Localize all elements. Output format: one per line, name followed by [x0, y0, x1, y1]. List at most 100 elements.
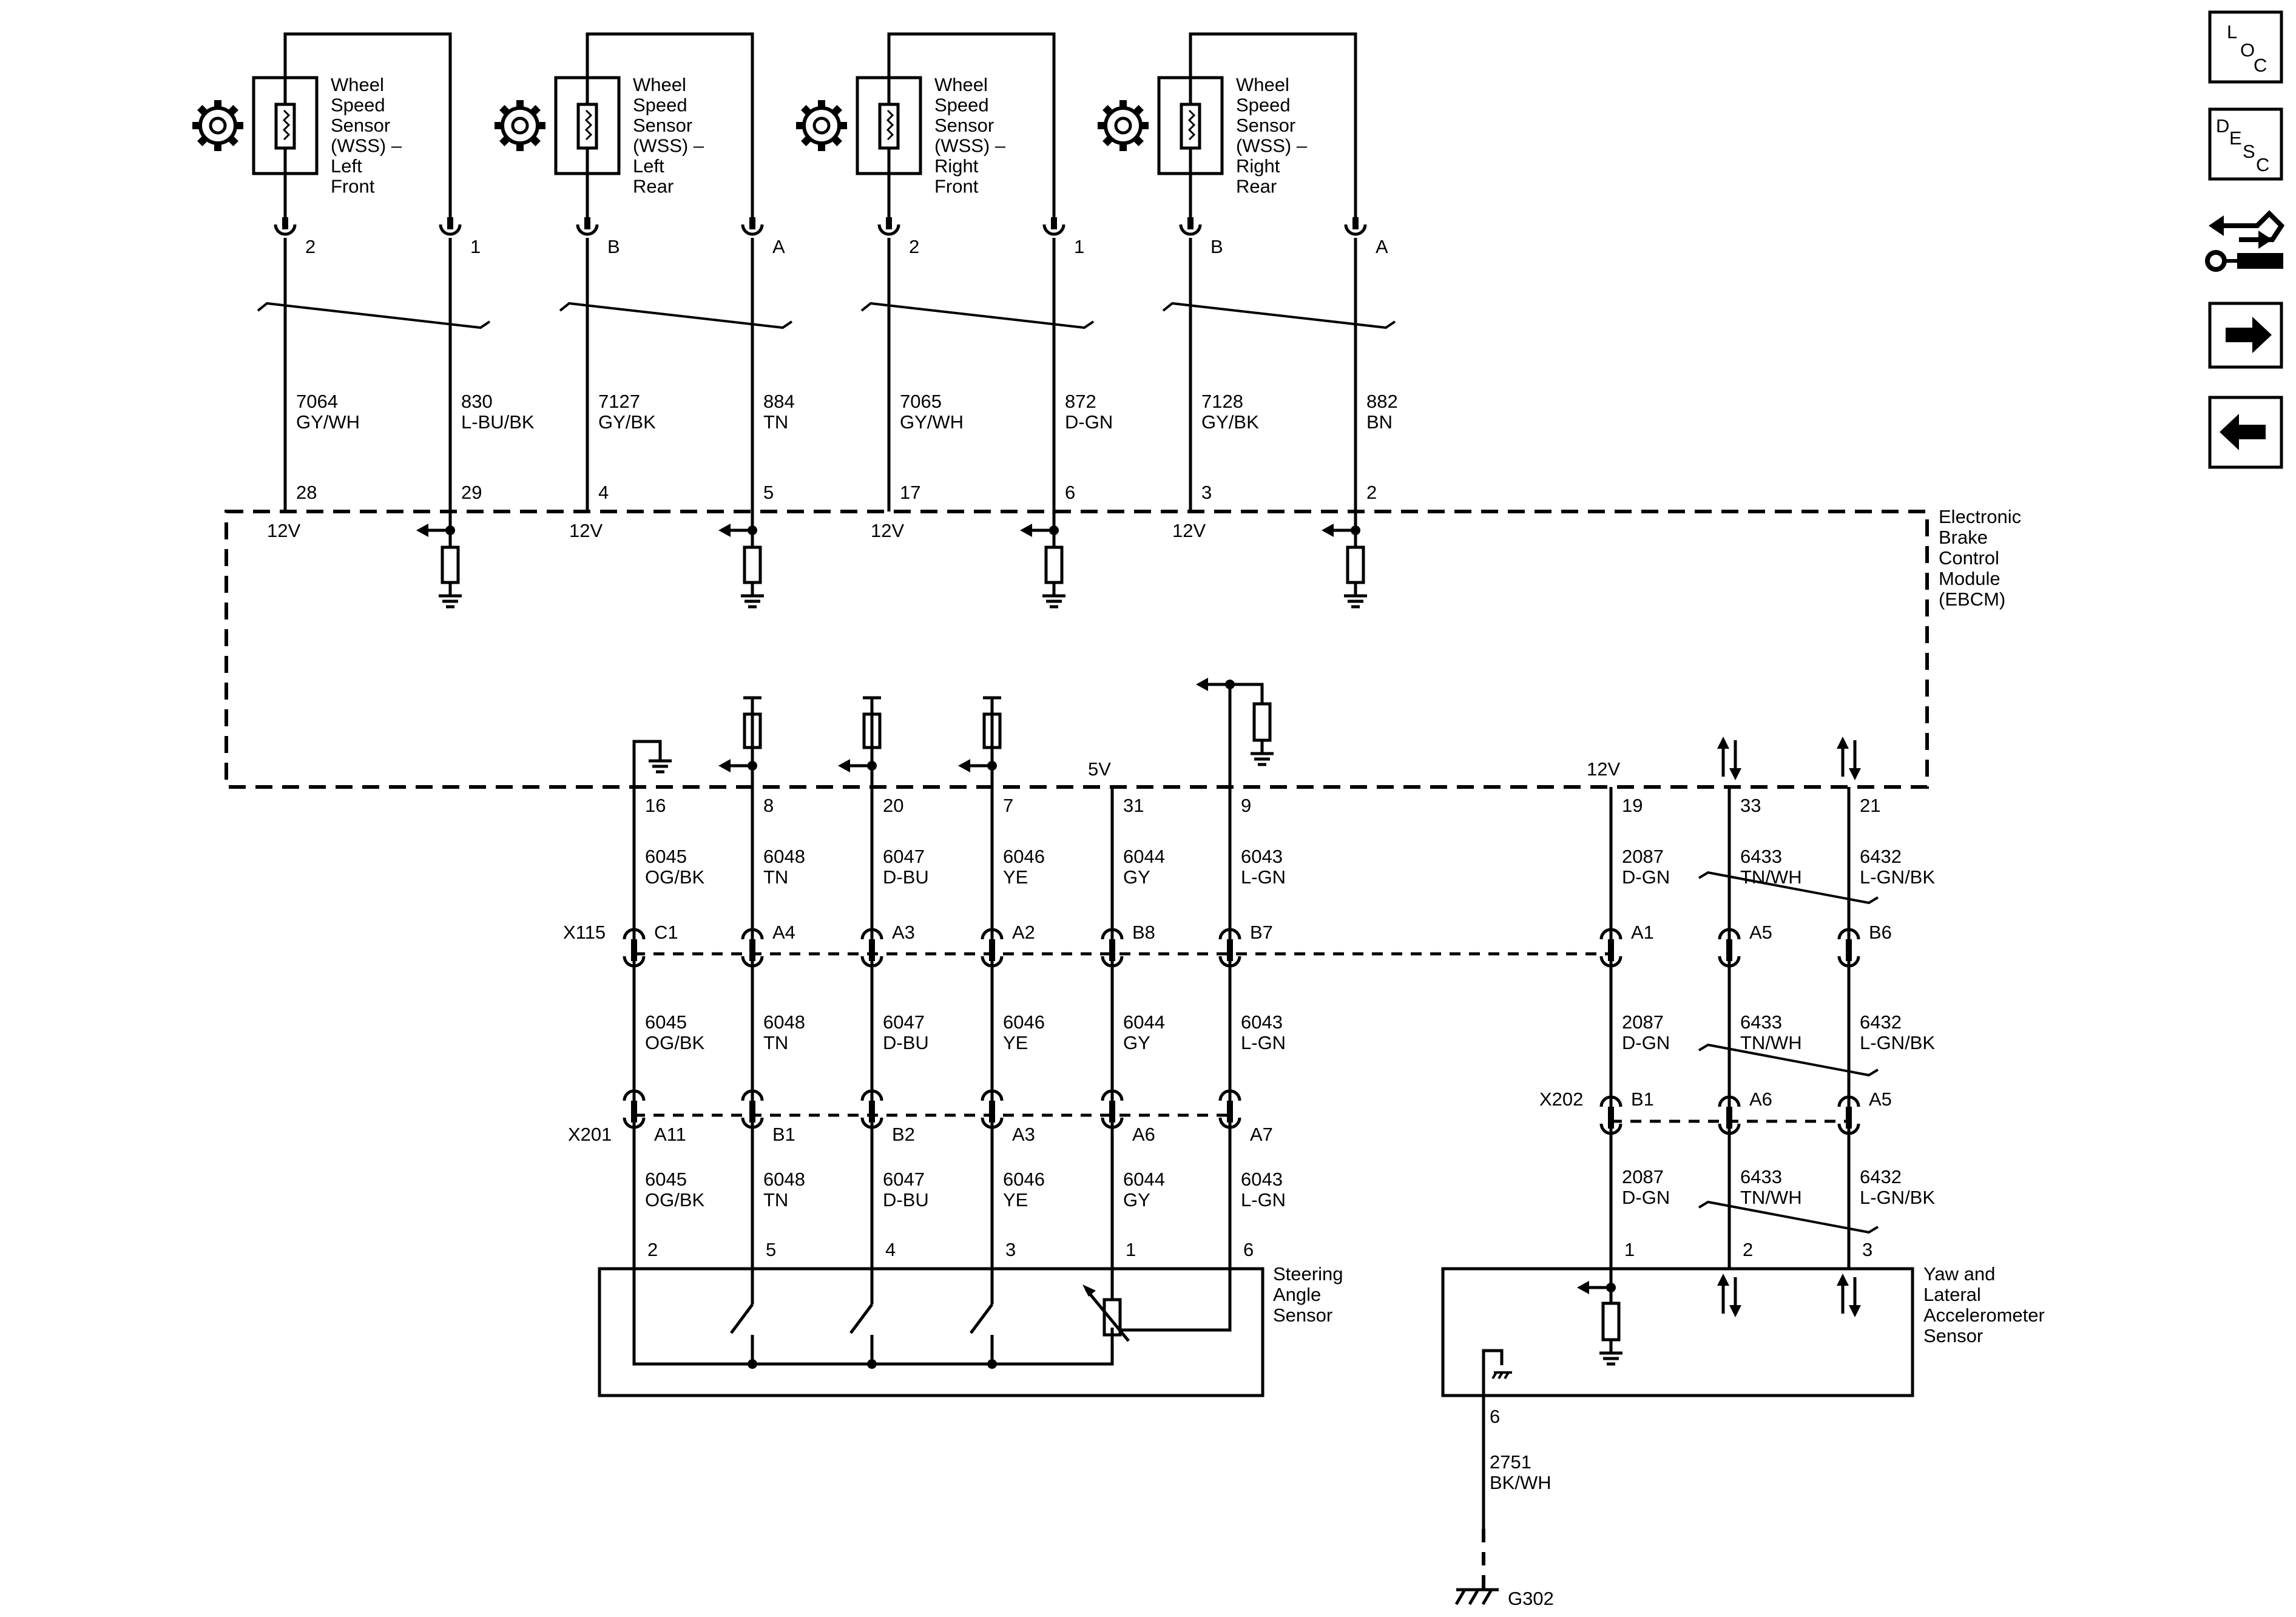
wss-name-line: (WSS) –: [331, 135, 402, 157]
wire-number: 6046: [1003, 1169, 1045, 1190]
wire-color: L-GN/BK: [1860, 1032, 1935, 1053]
x115-pin: B8: [1132, 922, 1155, 943]
previous-page-button[interactable]: [2208, 396, 2283, 469]
svg-text:Accelerometer: Accelerometer: [1923, 1305, 2045, 1326]
wire-color: L-GN/BK: [1860, 1187, 1935, 1208]
loc-button[interactable]: L O C: [2208, 10, 2283, 84]
wss-name-line: Speed: [1236, 95, 1291, 116]
svg-text:(EBCM): (EBCM): [1939, 589, 2005, 610]
ebcm-pin: 2: [1366, 482, 1377, 503]
svg-text:Steering: Steering: [1273, 1263, 1343, 1284]
wss-name-line: Wheel: [1236, 74, 1289, 95]
wss-pin: 2: [305, 236, 316, 257]
wire-color: D-BU: [883, 866, 929, 888]
wss-name-line: Wheel: [633, 74, 686, 95]
wss-pin: A: [772, 236, 785, 257]
svg-text:Lateral: Lateral: [1923, 1284, 1981, 1305]
wire-number: 884: [763, 391, 795, 412]
x201-pin: B2: [892, 1124, 915, 1145]
wire-number: 6044: [1123, 1011, 1165, 1033]
ebcm-pin: 33: [1740, 795, 1761, 816]
wire-number: 6432: [1860, 1166, 1902, 1187]
x115-pin: A3: [892, 922, 915, 943]
sensor-pin: 6: [1243, 1239, 1254, 1260]
wire-number: 7128: [1201, 391, 1243, 412]
wire-number: 872: [1065, 391, 1096, 412]
svg-text:L: L: [2227, 21, 2237, 42]
gear-icon: [1098, 100, 1149, 151]
x201-pin: A3: [1012, 1124, 1035, 1145]
ebcm-pin: 4: [598, 482, 609, 503]
potentiometer: [1082, 1269, 1232, 1342]
wire-color: OG/BK: [645, 866, 705, 888]
svg-text:Sensor: Sensor: [1273, 1305, 1332, 1326]
twisted-pair-marker: [559, 302, 793, 329]
desc-button[interactable]: D E S C: [2208, 107, 2283, 181]
connector-wrench-icon[interactable]: [2205, 210, 2285, 272]
gear-icon: [495, 100, 545, 151]
wire-number: 882: [1366, 391, 1398, 412]
twisted-pair-markers: [1698, 871, 1879, 1234]
svg-text:Yaw and: Yaw and: [1923, 1263, 1995, 1284]
ebcm-pin: 7: [1003, 795, 1013, 816]
ebcm-pin: 8: [763, 795, 774, 816]
ebcm-pin: 19: [1622, 795, 1643, 816]
ebcm-pin: 21: [1860, 795, 1880, 816]
svg-text:Angle: Angle: [1273, 1284, 1321, 1305]
wire-number: 6045: [645, 1169, 687, 1190]
wire-number: 6433: [1740, 1011, 1782, 1033]
sensor-pin: 3: [1862, 1239, 1872, 1260]
x201-pin: B1: [772, 1124, 795, 1145]
wire-color: L-GN/BK: [1860, 866, 1935, 888]
x115-pin: A2: [1012, 922, 1035, 943]
wss-pin: A: [1376, 236, 1388, 257]
svg-text:BK/WH: BK/WH: [1490, 1472, 1551, 1493]
wire-color: GY/BK: [1201, 411, 1259, 433]
next-page-button[interactable]: [2208, 302, 2283, 369]
svg-text:Brake: Brake: [1939, 527, 1988, 548]
wire-number: 6048: [763, 1169, 805, 1190]
sensor-pin: 3: [1005, 1239, 1016, 1260]
wire-color: OG/BK: [645, 1032, 705, 1053]
voltage-label: 12V: [267, 520, 300, 541]
wss-name-line: Sensor: [1236, 115, 1295, 136]
wss-pin: 1: [1074, 236, 1084, 257]
svg-text:S: S: [2243, 141, 2255, 162]
sensor-pin: 2: [1743, 1239, 1753, 1260]
steering-angle-sensor: [598, 1267, 1264, 1397]
x201-label: X201: [568, 1124, 612, 1145]
pulldown-9: [1196, 678, 1274, 787]
svg-text:D: D: [2216, 115, 2229, 137]
pullup-8: [718, 696, 762, 787]
svg-text:E: E: [2229, 127, 2242, 149]
wire-number: 7127: [598, 391, 640, 412]
wire-color: D-BU: [883, 1032, 929, 1053]
svg-text:2751: 2751: [1490, 1451, 1531, 1473]
wire-color: TN: [763, 411, 788, 433]
wire-number: 6043: [1241, 1011, 1283, 1033]
steering-sensor-label: Steering Angle Sensor: [1273, 1263, 1343, 1326]
wss-name-line: Front: [331, 176, 375, 197]
wire-color: YE: [1003, 866, 1028, 888]
wss-name-line: Speed: [934, 95, 989, 116]
sensor-pin: 1: [1126, 1239, 1136, 1260]
wss-name-line: Speed: [331, 95, 385, 116]
wire-number: 2087: [1622, 1166, 1664, 1187]
gear-icon: [796, 100, 847, 151]
arrow-right-icon: [2226, 317, 2272, 353]
wss-name-line: Wheel: [331, 74, 384, 95]
sensor-pin: 1: [1624, 1239, 1635, 1260]
wire-number: 6044: [1123, 1169, 1165, 1190]
wire-color: OG/BK: [645, 1189, 705, 1210]
x202-pin: A5: [1869, 1089, 1892, 1110]
x202-label: X202: [1539, 1089, 1583, 1110]
wss-name-line: Rear: [1236, 176, 1277, 197]
